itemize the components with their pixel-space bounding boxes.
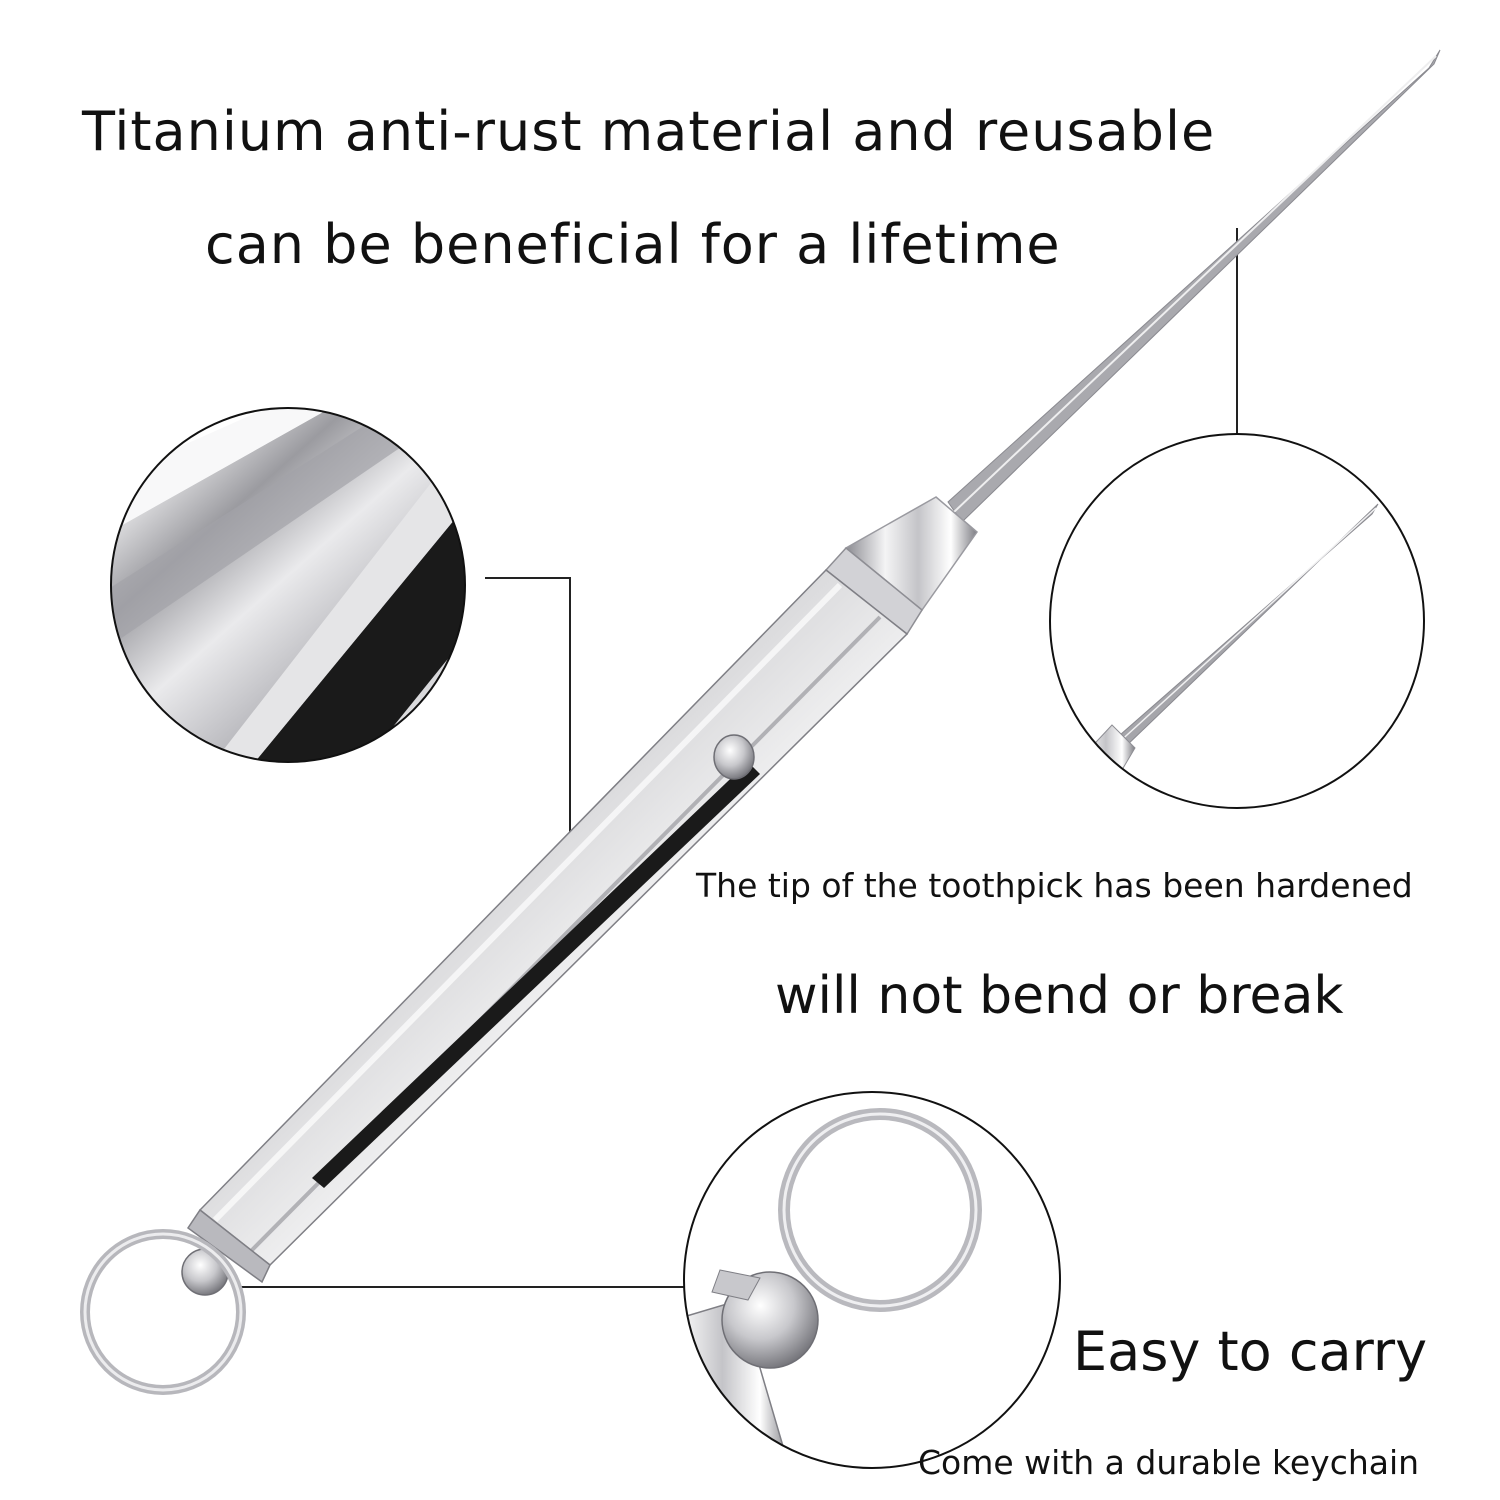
- zoom-circle-body: [110, 407, 466, 763]
- leader-line-body: [485, 577, 571, 892]
- headline-line-2: can be beneficial for a lifetime: [205, 213, 1061, 276]
- easy-to-carry-caption: Easy to carry: [1073, 1320, 1428, 1383]
- tip-hardened-caption: The tip of the toothpick has been harden…: [696, 866, 1413, 905]
- toothpick-end-cap: [186, 1208, 271, 1284]
- slider-button: [713, 734, 755, 780]
- toothpick: [80, 49, 1441, 1395]
- zoom-circle-keyring: [683, 1091, 1061, 1469]
- keychain-caption: Come with a durable keychain: [918, 1443, 1420, 1482]
- toothpick-slot: [312, 762, 760, 1188]
- durable-caption: will not bend or break: [775, 966, 1344, 1026]
- headline-line-1: Titanium anti-rust material and reusable: [82, 100, 1216, 163]
- zoom-circle-tip: [1049, 433, 1425, 809]
